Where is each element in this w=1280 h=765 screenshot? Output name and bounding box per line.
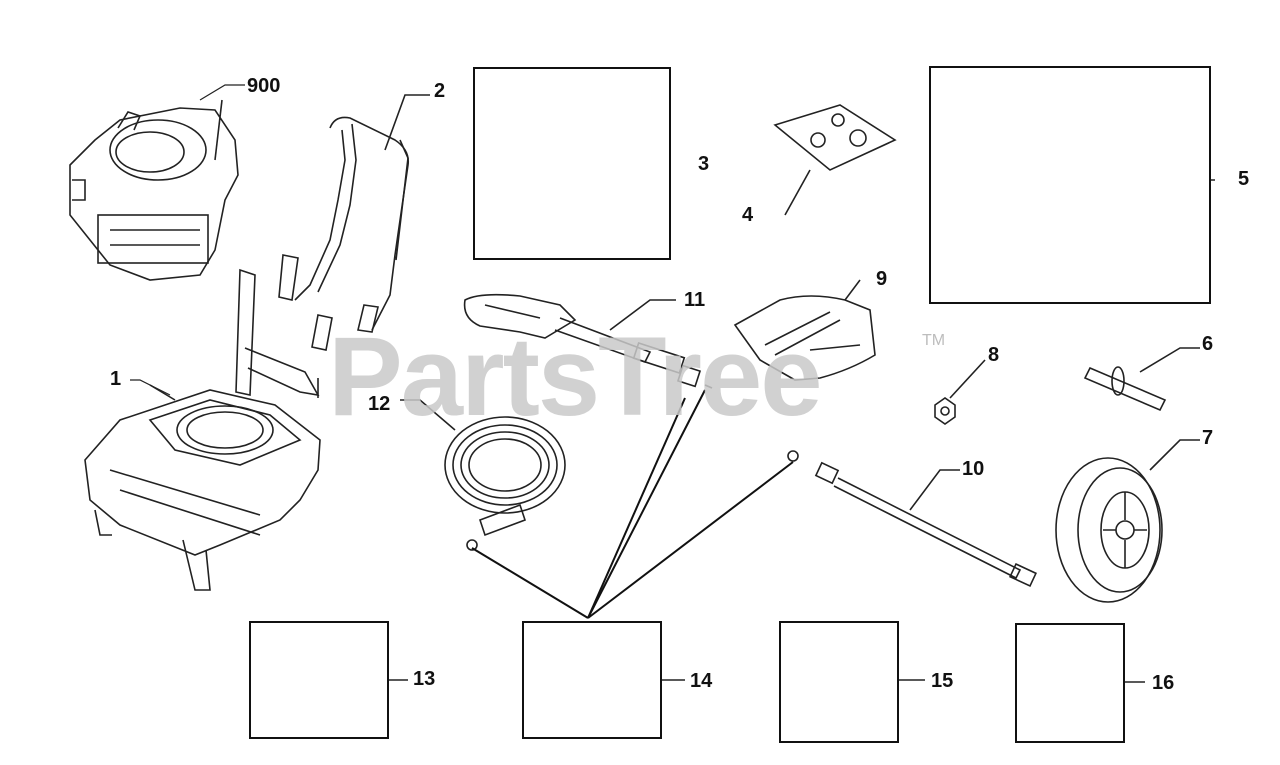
callout-8[interactable]: 8 (988, 344, 1000, 366)
bag-part-9[interactable] (733, 279, 876, 381)
handle-part-2[interactable] (278, 94, 430, 351)
fittings-part-4[interactable] (773, 104, 897, 216)
frame-part-1[interactable] (84, 268, 321, 591)
callout-2[interactable]: 2 (434, 80, 446, 102)
callout-13[interactable]: 13 (413, 668, 436, 690)
spray-gun-part-11[interactable] (463, 293, 713, 389)
callout-900[interactable]: 900 (247, 75, 281, 97)
kit-box-14 (522, 621, 662, 739)
callout-14[interactable]: 14 (690, 670, 713, 692)
callout-1[interactable]: 1 (110, 368, 122, 390)
callout-9[interactable]: 9 (876, 268, 888, 290)
wand-part-10[interactable] (787, 450, 1037, 588)
callout-4[interactable]: 4 (742, 204, 754, 226)
watermark-trademark: TM (922, 332, 946, 349)
watermark: PartsTree (328, 314, 823, 439)
kit-box-15 (779, 621, 899, 743)
kit-box-3 (473, 67, 671, 260)
callout-3[interactable]: 3 (698, 153, 710, 175)
callout-leaders (130, 84, 245, 396)
kit-box-5 (929, 66, 1211, 304)
callout-11[interactable]: 11 (684, 289, 706, 311)
axle-part-6[interactable] (1083, 347, 1200, 412)
engine-part-900[interactable] (69, 99, 239, 281)
hose-part-12[interactable] (400, 399, 566, 551)
wheel-part-7[interactable] (1055, 439, 1200, 603)
callout-10[interactable]: 10 (962, 458, 985, 480)
callout-12[interactable]: 12 (368, 393, 391, 415)
kit-box-13 (249, 621, 389, 739)
callout-16[interactable]: 16 (1152, 672, 1175, 694)
callout-7[interactable]: 7 (1202, 427, 1214, 449)
nut-part-8[interactable] (934, 359, 986, 425)
callout-15[interactable]: 15 (931, 670, 954, 692)
kit-box-16 (1015, 623, 1125, 743)
callout-5[interactable]: 5 (1238, 168, 1250, 190)
kit-14-leader-lines (471, 389, 794, 619)
callout-6[interactable]: 6 (1202, 333, 1214, 355)
